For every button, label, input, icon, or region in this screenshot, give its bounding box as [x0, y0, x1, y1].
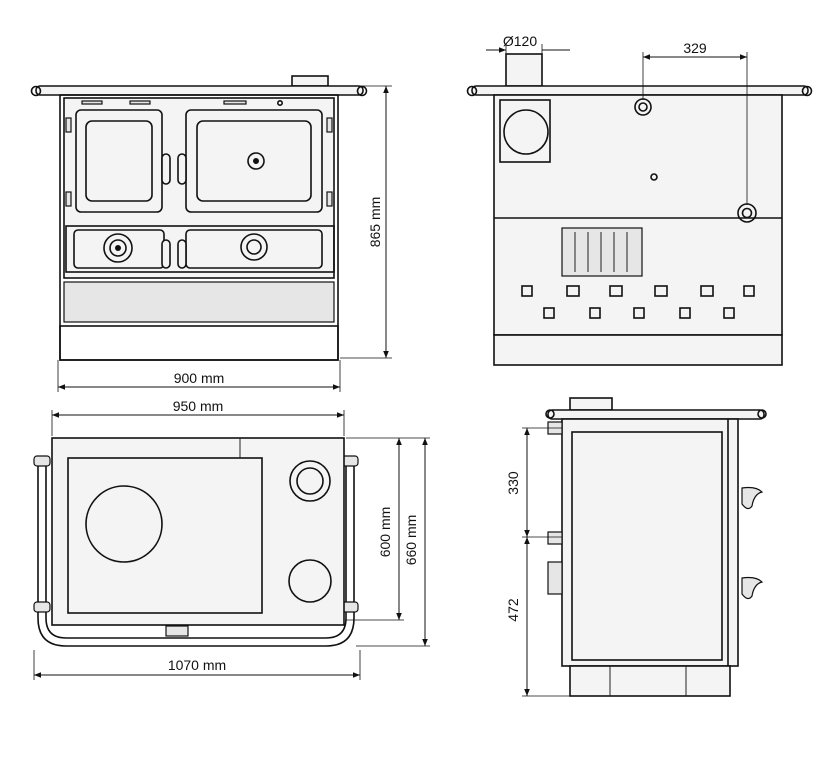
- front-towel-rail: [37, 465, 355, 647]
- vent-slot: [81, 100, 103, 105]
- rear-plinth: [493, 334, 783, 366]
- air-control-knob-center: [115, 245, 121, 251]
- rail-end-left: [30, 85, 42, 97]
- rail-end: [757, 409, 767, 419]
- rear-slot: [723, 307, 735, 319]
- top-flue-outlet-inner: [296, 467, 324, 495]
- depth-660-label: 660 mm: [403, 515, 419, 566]
- hotplate-area: [67, 457, 263, 614]
- depth-600-label: 600 mm: [377, 507, 393, 558]
- side-panel: [571, 431, 723, 661]
- width-950-label: 950 mm: [173, 398, 224, 414]
- rear-slot: [679, 307, 691, 319]
- vent-slot: [129, 100, 151, 105]
- rear-slot: [521, 285, 533, 297]
- top-view: 950 mm 600 mm 660 mm 1070 mm: [33, 398, 430, 680]
- front-door-frame: [63, 97, 335, 279]
- rear-slot: [589, 307, 601, 319]
- cooktop-outline: [51, 437, 345, 626]
- plinth: [59, 325, 339, 361]
- height-865-label: 865 mm: [367, 197, 383, 248]
- rear-slot: [654, 285, 668, 297]
- rear-flue-option-top-inner: [638, 102, 648, 112]
- drawer-handle: [177, 239, 187, 269]
- width-900-label: 900 mm: [174, 370, 225, 386]
- drawer-handle: [161, 239, 171, 269]
- rear-slot: [543, 307, 555, 319]
- side-flue-collar: [569, 397, 613, 411]
- rear-slot: [743, 285, 755, 297]
- hinge: [65, 191, 72, 207]
- flue-offset-329-label: 329: [683, 40, 707, 56]
- flue-outlet-icon: [503, 109, 549, 155]
- air-control-knob-icon: [103, 233, 133, 263]
- rail-bracket: [33, 601, 51, 613]
- rail-end-right: [801, 85, 813, 97]
- hinge: [326, 117, 333, 133]
- side-472-label: 472: [505, 598, 521, 622]
- rear-flue-pipe: [505, 53, 543, 87]
- damper-knob-inner: [246, 239, 262, 255]
- rail-end-left: [466, 85, 478, 97]
- hinge: [326, 191, 333, 207]
- front-cooktop-rail: [35, 85, 364, 96]
- vent-slot: [223, 100, 247, 105]
- front-towel-rail-inner: [45, 465, 347, 639]
- rear-slot: [633, 307, 645, 319]
- cooking-ring-icon: [85, 485, 163, 563]
- rail-end: [545, 409, 555, 419]
- side-plinth: [569, 665, 731, 697]
- front-view: 865 mm 900 mm: [30, 75, 392, 392]
- firebox-door-glass: [85, 120, 153, 202]
- damper-knob-icon: [240, 233, 268, 261]
- rear-hole: [650, 173, 658, 181]
- air-control-knob-inner: [109, 239, 127, 257]
- top-flue-outlet-icon: [289, 460, 331, 502]
- side-330-label: 330: [505, 471, 521, 495]
- side-handle: [741, 576, 764, 600]
- rear-slot: [609, 285, 623, 297]
- door-handle: [177, 153, 187, 185]
- rear-vent-grille: [561, 227, 643, 277]
- rear-slot: [700, 285, 714, 297]
- rail-end-right: [356, 85, 368, 97]
- rear-view: Ø120 329: [466, 33, 813, 366]
- thermometer-icon: [247, 152, 265, 170]
- flue-outlet-frame: [499, 99, 551, 163]
- rail-bracket: [33, 455, 51, 467]
- lower-drawer-band: [65, 225, 335, 273]
- thermometer-needle: [253, 158, 259, 164]
- oven-door-glass: [196, 120, 312, 202]
- flue-diameter-label: Ø120: [503, 33, 537, 49]
- side-view: 330 472: [505, 397, 767, 697]
- front-flue-collar: [291, 75, 329, 87]
- side-handle: [741, 486, 764, 510]
- rear-cooktop-rail: [471, 85, 809, 96]
- front-control-stub: [165, 625, 189, 637]
- hinge: [65, 117, 72, 133]
- side-cooktop-rail: [547, 409, 765, 420]
- firebox-lid-icon: [288, 559, 332, 603]
- side-bracket: [547, 531, 563, 545]
- door-handle: [161, 153, 171, 185]
- side-control-box: [547, 561, 563, 595]
- rear-slot: [566, 285, 580, 297]
- width-1070-label: 1070 mm: [168, 657, 226, 673]
- side-body: [561, 418, 739, 667]
- rear-body: [493, 94, 783, 336]
- storage-drawer: [63, 281, 335, 323]
- screw-icon: [276, 100, 283, 107]
